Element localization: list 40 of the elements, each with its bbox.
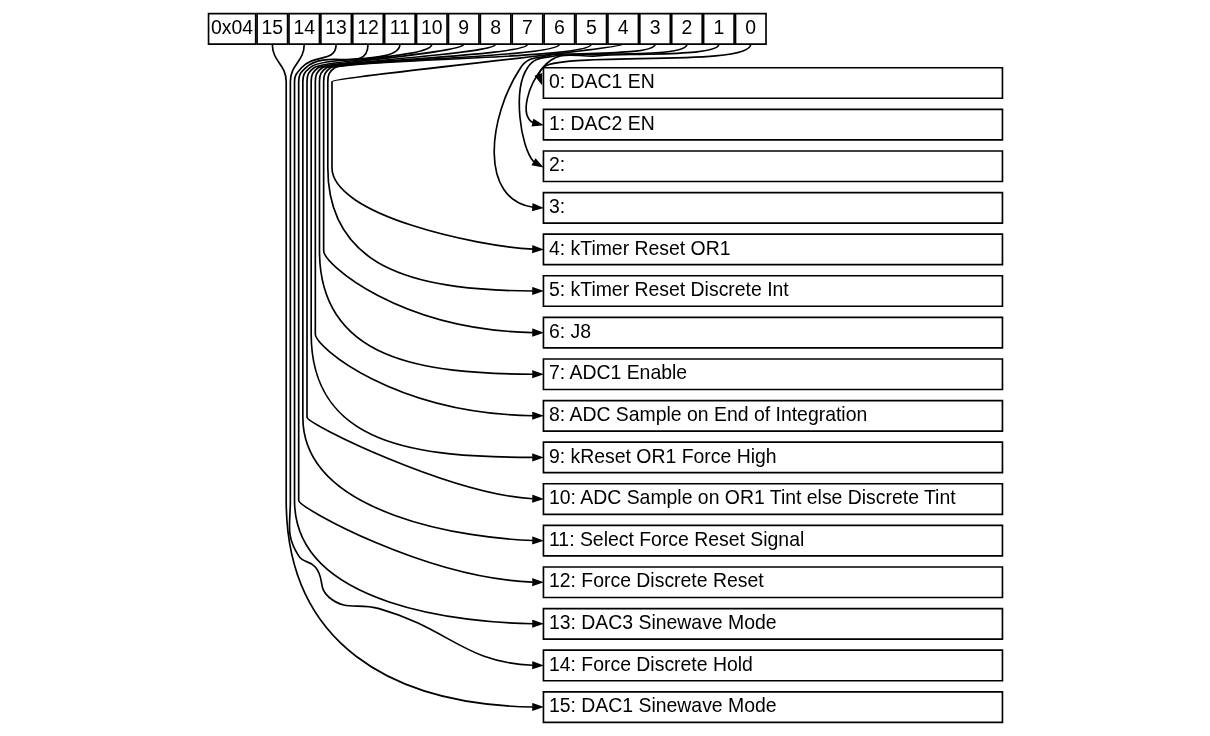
- node-box: 13: DAC3 Sinewave Mode: [542, 607, 1003, 640]
- node-box: 5: kTimer Reset Discrete Int: [542, 274, 1003, 308]
- arrow: [326, 43, 592, 296]
- node-box: 1: DAC2 EN: [542, 108, 1003, 141]
- node-box: 12: Force Discrete Reset: [542, 566, 1003, 599]
- node-box: 14: [287, 12, 320, 46]
- arrow: [533, 43, 752, 86]
- node-box: 0: [734, 12, 767, 46]
- node-box: 2: [670, 12, 703, 46]
- node-box: 6: [542, 12, 575, 46]
- node-box: 9: kReset OR1 Force High: [542, 441, 1003, 474]
- node-box: 2:: [542, 150, 1003, 183]
- node-box: 14: Force Discrete Hold: [542, 649, 1003, 682]
- node-box: 4: kTimer Reset OR1: [542, 233, 1003, 266]
- node-box: 8: [479, 12, 512, 46]
- node-box: 1: [702, 12, 735, 46]
- node-box: 6: J8: [542, 316, 1003, 349]
- node-box: 11: [383, 12, 416, 46]
- node-box: 3: [638, 12, 671, 46]
- node-box: 4: [606, 12, 639, 46]
- arrow: [524, 43, 720, 127]
- node-box: 5: [574, 12, 607, 46]
- node-box: 3:: [542, 191, 1003, 224]
- node-box: 13: [319, 12, 352, 46]
- arrow: [330, 43, 624, 254]
- node-box: 15: [255, 12, 288, 46]
- node-box: 10: ADC Sample on OR1 Tint else Discrete Tint: [542, 482, 1003, 516]
- node-box: 0: DAC1 EN: [542, 66, 1003, 100]
- node-box: 7: [510, 12, 544, 46]
- node-box: 0x04: [207, 12, 257, 46]
- node-box: 12: [351, 12, 384, 46]
- node-box: 10: [415, 12, 448, 46]
- node-box: 9: [447, 12, 480, 46]
- node-box: 11: Select Force Reset Signal: [542, 524, 1003, 557]
- arrow: [518, 43, 688, 168]
- node-box: 7: ADC1 Enable: [542, 358, 1003, 391]
- arrow: [322, 43, 560, 337]
- node-box: 8: ADC Sample on End of Integration: [542, 399, 1003, 432]
- arrow: [492, 43, 656, 212]
- node-box: 15: DAC1 Sinewave Mode: [542, 690, 1003, 724]
